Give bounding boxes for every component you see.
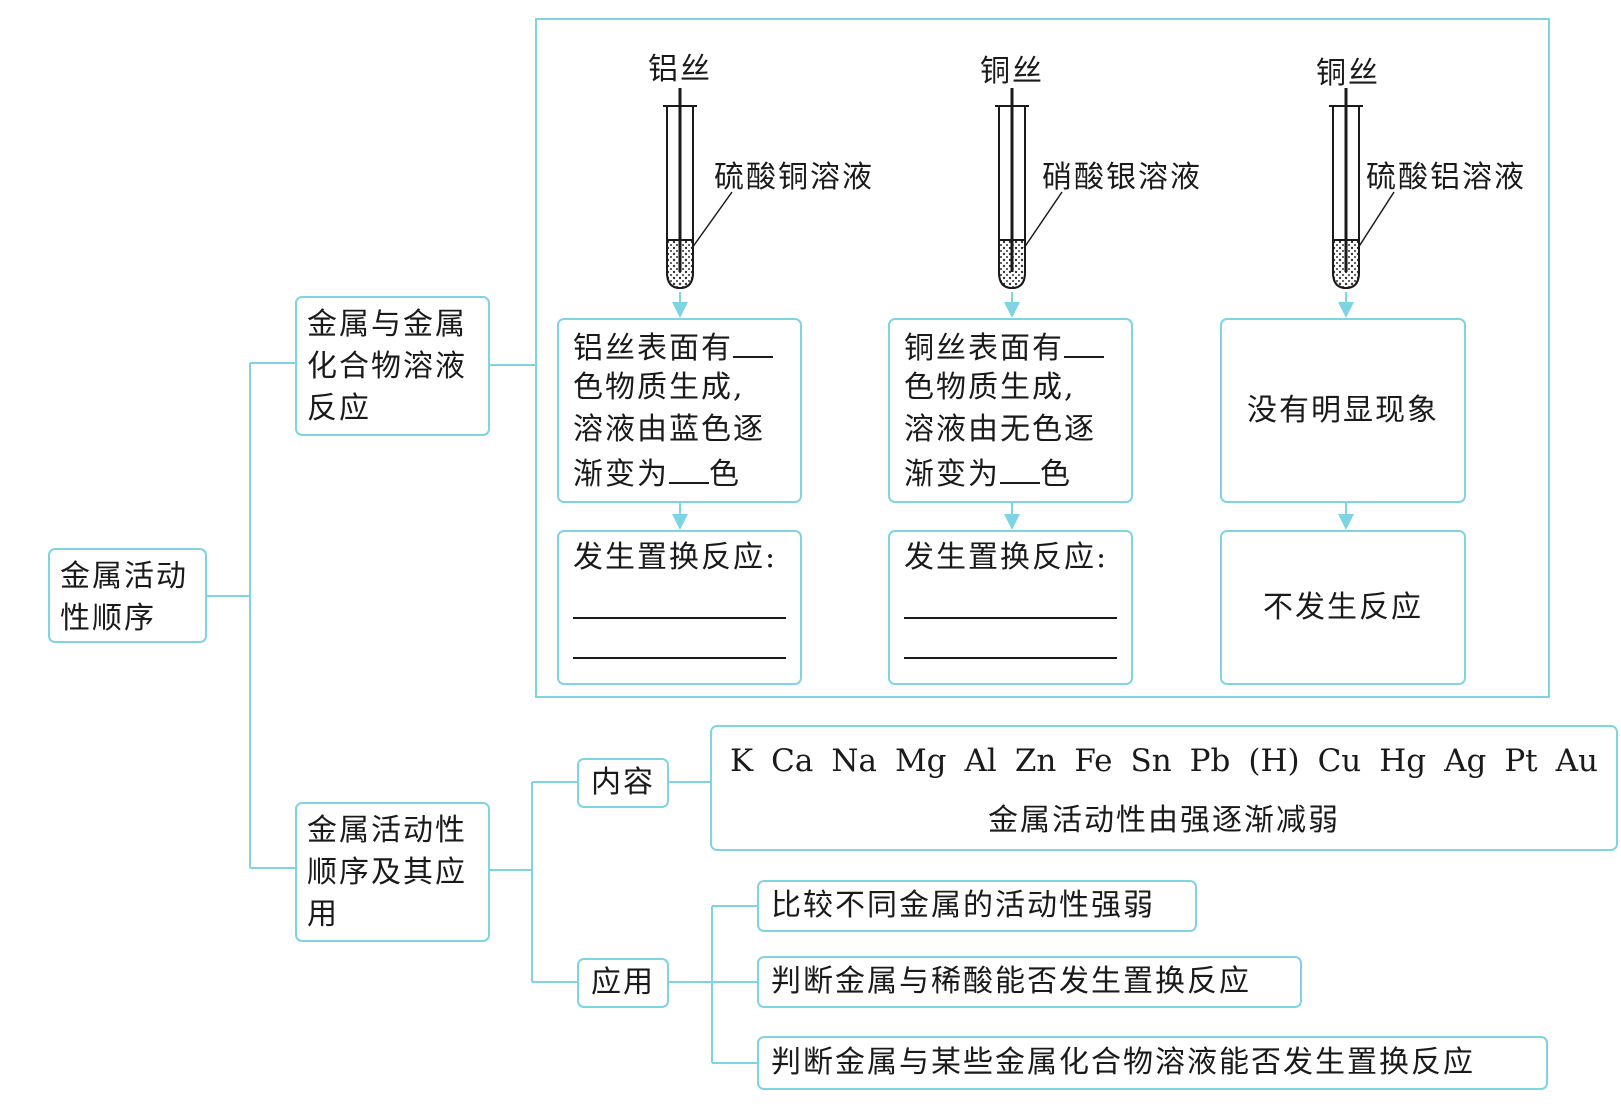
obs2-line4a: 渐变为	[904, 457, 1000, 492]
obs2-line3: 溶液由无色逐	[904, 412, 1096, 447]
result-box-3: 不发生反应	[1220, 530, 1466, 685]
root-node: 金属活动性顺序	[48, 548, 207, 643]
obs1-line1: 铝丝表面有	[573, 331, 733, 366]
obs3-text: 没有明显现象	[1247, 392, 1439, 428]
observation-box-1: 铝丝表面有 色物质生成, 溶液由蓝色逐 渐变为 色	[557, 318, 802, 503]
obs2-line1: 铜丝表面有	[904, 331, 1064, 366]
obs2-blank-2	[1000, 452, 1040, 484]
metal-symbol: Pb	[1189, 743, 1231, 779]
application-item-1-text: 比较不同金属的活动性强弱	[771, 888, 1155, 923]
solution-label-3: 硫酸铝溶液	[1366, 160, 1526, 195]
result2-label: 发生置换反应:	[904, 540, 1109, 575]
metal-symbol: Ca	[771, 743, 814, 779]
result1-label: 发生置换反应:	[573, 540, 778, 575]
obs2-line2: 色物质生成,	[904, 370, 1076, 405]
branch-activity-series: 金属活动性顺序及其应用	[295, 802, 490, 942]
obs1-blank-2	[669, 452, 709, 484]
solution-label-2: 硝酸银溶液	[1042, 160, 1202, 195]
application-node: 应用	[577, 958, 669, 1008]
test-tube-1	[663, 88, 733, 290]
metal-symbol: Hg	[1379, 743, 1427, 779]
activity-series-box: K Ca Na Mg Al Zn Fe Sn Pb (H) Cu Hg Ag Pt Au 金属活动性由强逐渐…	[710, 725, 1618, 851]
metal-symbol: Pt	[1504, 743, 1538, 779]
application-item-3: 判断金属与某些金属化合物溶液能否发生置换反应	[757, 1036, 1548, 1090]
application-item-1: 比较不同金属的活动性强弱	[757, 880, 1197, 932]
application-item-2-text: 判断金属与稀酸能否发生置换反应	[771, 964, 1251, 999]
result3-text: 不发生反应	[1263, 589, 1423, 625]
metal-symbol: (H)	[1248, 743, 1300, 779]
observation-box-3: 没有明显现象	[1220, 318, 1466, 503]
metal-symbol: Cu	[1317, 743, 1362, 779]
application-label: 应用	[591, 965, 655, 1000]
result2-blank-1	[904, 617, 1117, 619]
result1-blank-1	[573, 617, 786, 619]
result2-blank-2	[904, 657, 1117, 659]
result-box-1: 发生置换反应:	[557, 530, 802, 685]
series-caption: 金属活动性由强逐渐减弱	[988, 803, 1340, 838]
experiment-frame	[535, 18, 1550, 698]
branch2-label: 金属活动性顺序及其应用	[307, 813, 467, 932]
metal-symbol: Na	[831, 743, 877, 779]
metal-symbol: Au	[1555, 743, 1598, 779]
obs1-line4b: 色	[709, 457, 741, 492]
application-item-2: 判断金属与稀酸能否发生置换反应	[757, 956, 1302, 1008]
obs1-line3: 溶液由蓝色逐	[573, 412, 765, 447]
obs2-line4b: 色	[1040, 457, 1072, 492]
metal-symbol: Fe	[1074, 743, 1113, 779]
observation-box-2: 铜丝表面有 色物质生成, 溶液由无色逐 渐变为 色	[888, 318, 1133, 503]
wire-label-1: 铝丝	[648, 52, 712, 87]
test-tube-3	[1329, 88, 1395, 290]
wire-label-2: 铜丝	[980, 54, 1044, 89]
obs1-line4a: 渐变为	[573, 457, 669, 492]
content-node: 内容	[577, 758, 669, 808]
root-label: 金属活动性顺序	[60, 559, 188, 636]
metal-symbol: K	[730, 743, 754, 779]
branch1-label: 金属与金属化合物溶液反应	[307, 307, 467, 426]
metal-symbol: Mg	[894, 743, 947, 779]
content-label: 内容	[591, 765, 655, 800]
obs1-blank-1	[733, 326, 773, 358]
metal-symbol: Sn	[1130, 743, 1172, 779]
result-box-2: 发生置换反应:	[888, 530, 1133, 685]
solution-label-1: 硫酸铜溶液	[714, 160, 874, 195]
obs1-line2: 色物质生成,	[573, 370, 745, 405]
metal-symbol: Ag	[1444, 743, 1487, 779]
metal-symbol: Al	[964, 743, 997, 779]
test-tube-2	[995, 88, 1063, 290]
metal-symbol: Zn	[1014, 743, 1057, 779]
wire-label-3: 铜丝	[1316, 56, 1380, 91]
result1-blank-2	[573, 657, 786, 659]
metal-series: K Ca Na Mg Al Zn Fe Sn Pb (H) Cu Hg Ag Pt Au	[730, 741, 1598, 781]
branch-metal-salt-reaction: 金属与金属化合物溶液反应	[295, 296, 490, 436]
application-item-3-text: 判断金属与某些金属化合物溶液能否发生置换反应	[771, 1045, 1475, 1080]
obs2-blank-1	[1064, 326, 1104, 358]
